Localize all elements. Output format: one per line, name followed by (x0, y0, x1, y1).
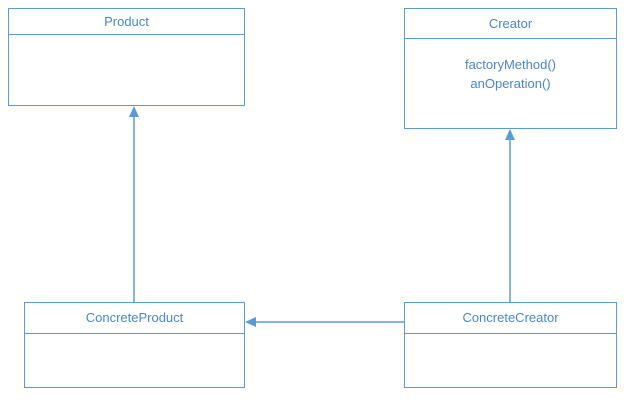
class-box-concreteproduct[interactable]: ConcreteProduct (24, 302, 245, 388)
arrowhead-creator (505, 129, 515, 140)
class-box-creator[interactable]: Creator factoryMethod() anOperation() (404, 8, 617, 129)
class-name-concretecreator: ConcreteCreator (405, 303, 616, 334)
class-box-product[interactable]: Product (8, 8, 245, 106)
class-name-concreteproduct: ConcreteProduct (25, 303, 244, 334)
arrowhead-product (129, 106, 139, 117)
class-name-creator: Creator (405, 9, 616, 39)
class-operations-creator: factoryMethod() anOperation() (405, 55, 616, 93)
arrowhead-concreteproduct (245, 317, 256, 327)
operation-factory-method: factoryMethod() (464, 57, 557, 72)
class-box-concretecreator[interactable]: ConcreteCreator (404, 302, 617, 388)
class-name-product: Product (9, 9, 244, 35)
operation-an-operation: anOperation() (470, 76, 551, 91)
